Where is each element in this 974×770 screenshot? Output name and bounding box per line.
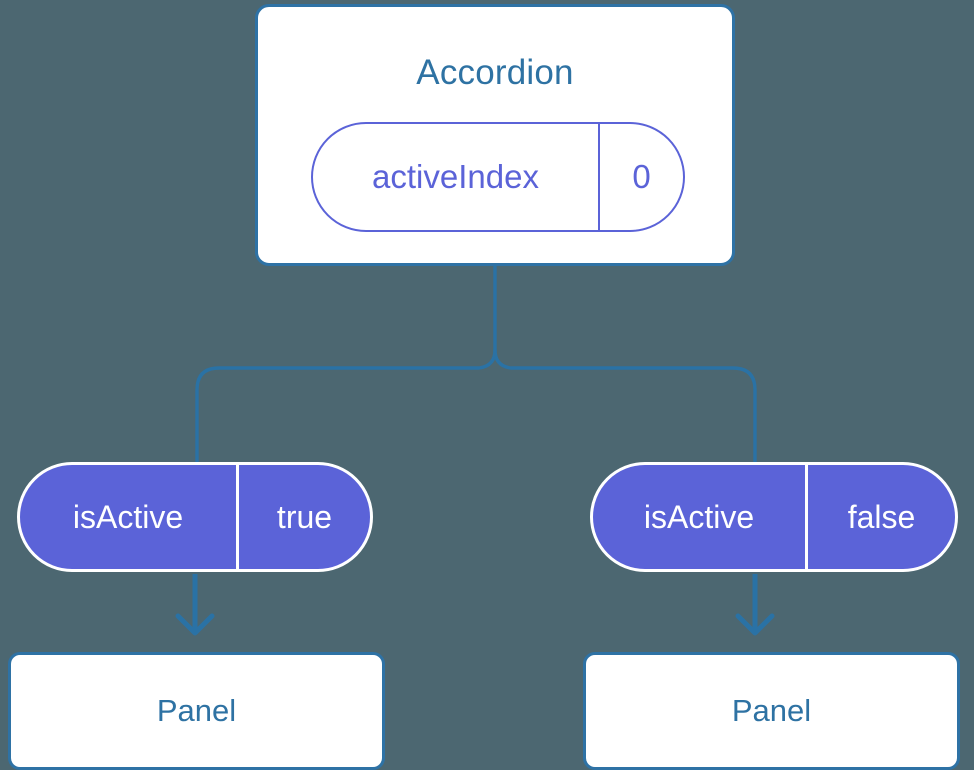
- arrow-down-icon: [175, 574, 215, 636]
- arrow-down-icon-right: [735, 574, 775, 636]
- prop-value-label-left: true: [236, 465, 370, 569]
- panel-title-left: Panel: [156, 693, 237, 728]
- prop-pill-is-active-false[interactable]: isActive false: [590, 462, 958, 572]
- panel-component-card-left[interactable]: Panel: [8, 652, 385, 770]
- tree-branch-connector-icon: [195, 265, 497, 464]
- prop-value-label-right: false: [805, 465, 955, 569]
- prop-key-label-right: isActive: [643, 498, 755, 535]
- panel-title-right: Panel: [731, 693, 812, 728]
- state-value-label: 0: [598, 124, 683, 230]
- state-pill-active-index[interactable]: activeIndex 0: [311, 122, 685, 232]
- panel-component-card-right[interactable]: Panel: [583, 652, 960, 770]
- accordion-title: Accordion: [416, 53, 574, 92]
- accordion-component-card[interactable]: Accordion activeIndex 0: [255, 4, 735, 266]
- state-key-label: activeIndex: [372, 158, 539, 195]
- tree-branch-connector-right-icon: [493, 348, 757, 464]
- prop-pill-is-active-true[interactable]: isActive true: [17, 462, 373, 572]
- prop-key-label-left: isActive: [72, 498, 184, 535]
